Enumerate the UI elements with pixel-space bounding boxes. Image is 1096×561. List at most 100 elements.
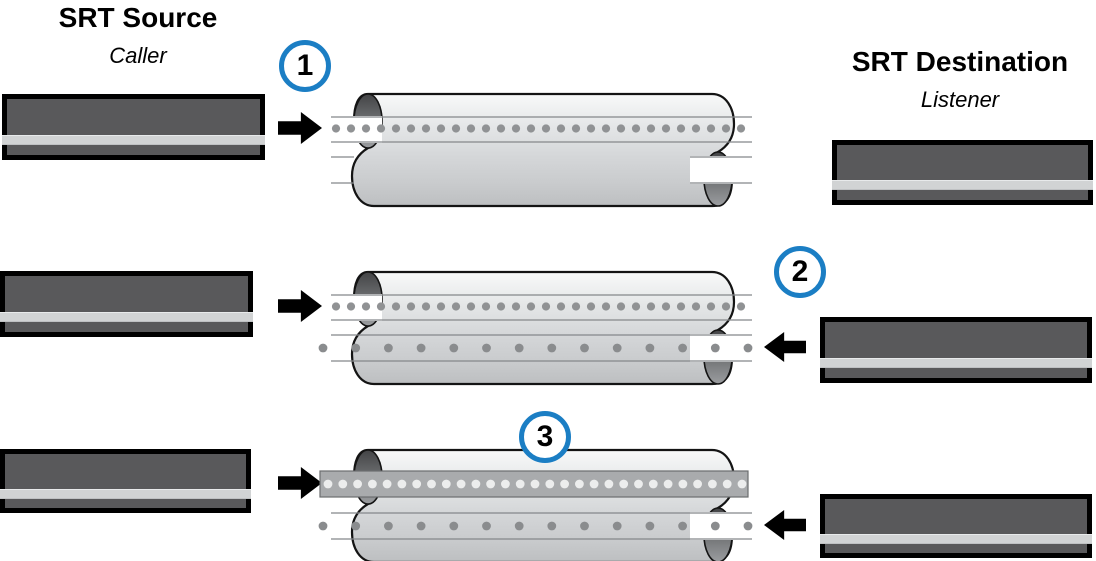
source-header: SRT Source Caller [18, 2, 258, 69]
response-packet-dot [710, 343, 720, 353]
handshake-packet-dot [496, 302, 506, 311]
handshake-packet-dot [511, 124, 521, 133]
response-packet-dot [547, 521, 557, 531]
device-stripe [0, 488, 251, 499]
stream-packet-dot [708, 479, 717, 489]
handshake-packet-dot [601, 124, 611, 133]
response-packet-dot [743, 521, 753, 531]
handshake-packet-dot [376, 302, 386, 311]
response-packet-dot [482, 521, 491, 531]
response-packet-dot [449, 343, 459, 353]
source-device-step2 [0, 271, 253, 337]
handshake-packet-dot [421, 124, 431, 133]
destination-header: SRT Destination Listener [822, 46, 1096, 113]
device-stripe [2, 134, 265, 145]
response-packet-dot [384, 343, 393, 353]
handshake-packet-dot [331, 302, 341, 311]
response-packet-dot [710, 521, 720, 531]
response-packet-dot [678, 343, 687, 353]
handshake-packet-dot [556, 302, 566, 311]
step-badge-3: 3 [519, 411, 571, 463]
handshake-packet-dot [406, 124, 416, 133]
stream-packet-dot [545, 479, 555, 489]
handshake-packet-dot [346, 124, 356, 133]
handshake-packet-dot [466, 124, 476, 133]
stream-packet-dot [441, 479, 451, 489]
response-packet-dot [449, 521, 459, 531]
device-stripe [0, 311, 253, 322]
handshake-packet-dot [361, 302, 371, 311]
step-badge-2: 2 [774, 246, 826, 298]
stream-packet-dot [604, 479, 614, 489]
step-number: 1 [296, 49, 314, 82]
handshake-packet-dot [706, 302, 716, 311]
handshake-packet-dot [541, 124, 551, 133]
network-tunnel-step3 [318, 448, 753, 561]
handshake-packet-dot [721, 124, 731, 133]
handshake-packet-dot [436, 302, 446, 311]
handshake-packet-dot [421, 302, 431, 311]
handshake-packet-dot [676, 124, 686, 133]
handshake-packet-dot [376, 124, 386, 133]
handshake-packet-dot [646, 124, 656, 133]
stream-packet-dot [530, 479, 540, 489]
handshake-packet-dot [406, 302, 416, 311]
response-packet-dot [514, 521, 524, 531]
handshake-packet-dot [451, 302, 461, 311]
source-role-label: Caller [109, 43, 167, 68]
stream-packet-dot [353, 479, 362, 489]
stream-packet-dot [338, 479, 348, 489]
stream-packet-dot [323, 479, 333, 489]
exit-gap [690, 156, 752, 184]
stream-packet-dot [486, 479, 495, 489]
handshake-packet-dot [391, 302, 401, 311]
response-packet-dot [416, 521, 426, 531]
network-tunnel-step1 [330, 92, 752, 208]
stream-packet-dot [678, 479, 688, 489]
response-packet-dot [743, 343, 753, 353]
stream-packet-dot [382, 479, 392, 489]
step-number: 2 [791, 255, 809, 288]
device-stripe [820, 533, 1092, 544]
response-packet-dot [416, 343, 426, 353]
handshake-packet-dot [481, 302, 491, 311]
handshake-packet-dot [616, 302, 626, 311]
response-packet-dot [580, 521, 589, 531]
response-packet-dot [318, 521, 328, 531]
stream-packet-dot [634, 479, 643, 489]
stream-packet-dot [737, 479, 747, 489]
network-tunnel-step2 [318, 270, 753, 386]
stream-packet-dot [722, 479, 732, 489]
response-packet-dot [612, 521, 622, 531]
handshake-packet-dot [631, 302, 641, 311]
stream-packet-dot [560, 479, 569, 489]
handshake-packet-dot [631, 124, 641, 133]
handshake-packet-dot [571, 302, 581, 311]
handshake-packet-dot [676, 302, 686, 311]
response-packet-dot [547, 343, 557, 353]
tube-body [350, 448, 736, 561]
handshake-packet-dot [736, 124, 746, 133]
stream-packet-dot [575, 479, 584, 489]
stream-packet-dot [427, 479, 436, 489]
handshake-packet-dot [346, 302, 356, 311]
response-packet-dot [482, 343, 491, 353]
stream-packet-dot [589, 479, 599, 489]
response-packet-dot [580, 343, 589, 353]
stream-packet-dot [412, 479, 422, 489]
response-packet-dot [612, 343, 622, 353]
stream-packet-dot [471, 479, 481, 489]
stream-packet-dot [648, 479, 658, 489]
handshake-packet-dot [436, 124, 446, 133]
handshake-packet-dot [616, 124, 626, 133]
stream-packet-dot [515, 479, 525, 489]
handshake-packet-dot [646, 302, 656, 311]
handshake-packet-dot [706, 124, 716, 133]
handshake-packet-dot [391, 124, 401, 133]
source-device-step1 [2, 94, 265, 160]
response-packet-dot [318, 343, 328, 353]
destination-role-label: Listener [920, 87, 1000, 112]
handshake-packet-dot [736, 302, 746, 311]
handshake-packet-dot [541, 302, 551, 311]
